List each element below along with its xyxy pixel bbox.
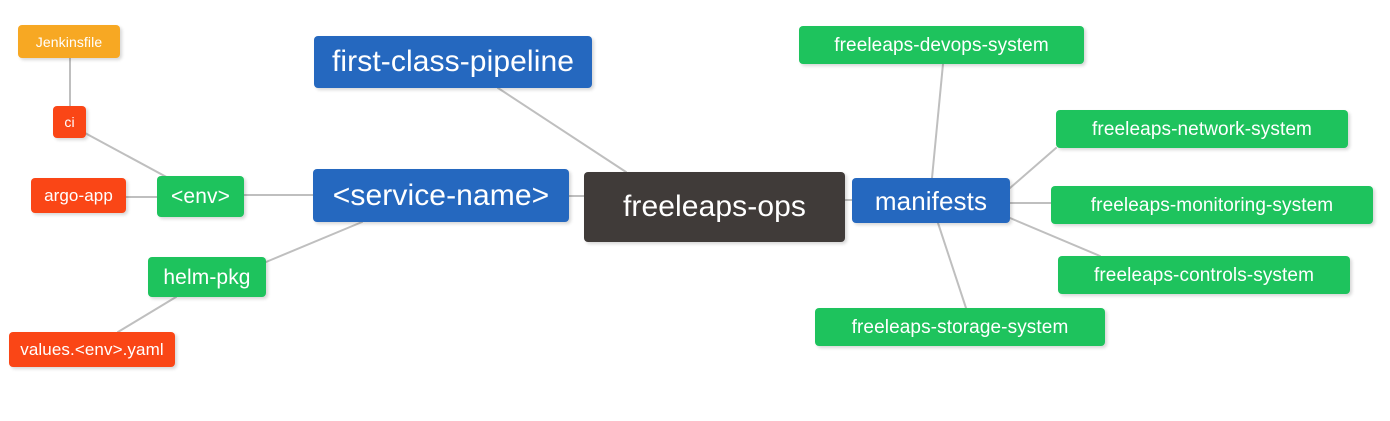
edge-manifests-to-freeleaps-devops-system xyxy=(931,63,944,179)
mindmap-node-values-yaml[interactable]: values.<env>.yaml xyxy=(9,332,175,367)
node-label: <service-name> xyxy=(332,178,550,212)
node-label: helm-pkg xyxy=(163,265,251,289)
mindmap-node-service-name[interactable]: <service-name> xyxy=(313,169,569,222)
mindmap-node-freeleaps-storage-system[interactable]: freeleaps-storage-system xyxy=(815,308,1105,346)
mindmap-node-jenkinsfile[interactable]: Jenkinsfile xyxy=(18,25,120,58)
node-label: manifests xyxy=(874,185,988,216)
node-label: Jenkinsfile xyxy=(35,33,103,50)
edge-helm-pkg-to-service-name xyxy=(265,221,363,263)
mindmap-node-manifests[interactable]: manifests xyxy=(852,178,1010,223)
node-label: ci xyxy=(64,114,75,130)
edge-manifests-to-freeleaps-network-system xyxy=(1009,147,1057,189)
edge-values-yaml-to-helm-pkg xyxy=(117,296,177,333)
mindmap-node-freeleaps-monitoring-system[interactable]: freeleaps-monitoring-system xyxy=(1051,186,1373,224)
mindmap-node-helm-pkg[interactable]: helm-pkg xyxy=(148,257,266,297)
node-label: freeleaps-ops xyxy=(622,190,807,223)
node-label: freeleaps-devops-system xyxy=(834,34,1049,56)
mindmap-node-freeleaps-controls-system[interactable]: freeleaps-controls-system xyxy=(1058,256,1350,294)
node-label: freeleaps-monitoring-system xyxy=(1090,194,1334,216)
node-label: freeleaps-controls-system xyxy=(1093,264,1315,286)
node-label: freeleaps-storage-system xyxy=(851,316,1069,338)
mindmap-node-ci[interactable]: ci xyxy=(53,106,86,138)
edge-ci-to-env xyxy=(84,132,173,181)
mindmap-node-argo-app[interactable]: argo-app xyxy=(31,178,126,213)
node-label: freeleaps-network-system xyxy=(1092,118,1312,140)
mindmap-node-freeleaps-ops[interactable]: freeleaps-ops xyxy=(584,172,845,242)
edge-manifests-to-freeleaps-storage-system xyxy=(937,222,967,309)
node-label: <env> xyxy=(171,185,230,208)
node-label: first-class-pipeline xyxy=(331,45,575,78)
mindmap-node-freeleaps-network-system[interactable]: freeleaps-network-system xyxy=(1056,110,1348,148)
node-label: values.<env>.yaml xyxy=(20,340,164,359)
mindmap-node-env[interactable]: <env> xyxy=(157,176,244,217)
mindmap-node-first-class-pipeline[interactable]: first-class-pipeline xyxy=(314,36,592,88)
node-label: argo-app xyxy=(44,186,113,205)
mindmap-node-freeleaps-devops-system[interactable]: freeleaps-devops-system xyxy=(799,26,1084,64)
edge-first-class-pipeline-to-freeleaps-ops xyxy=(497,87,627,173)
